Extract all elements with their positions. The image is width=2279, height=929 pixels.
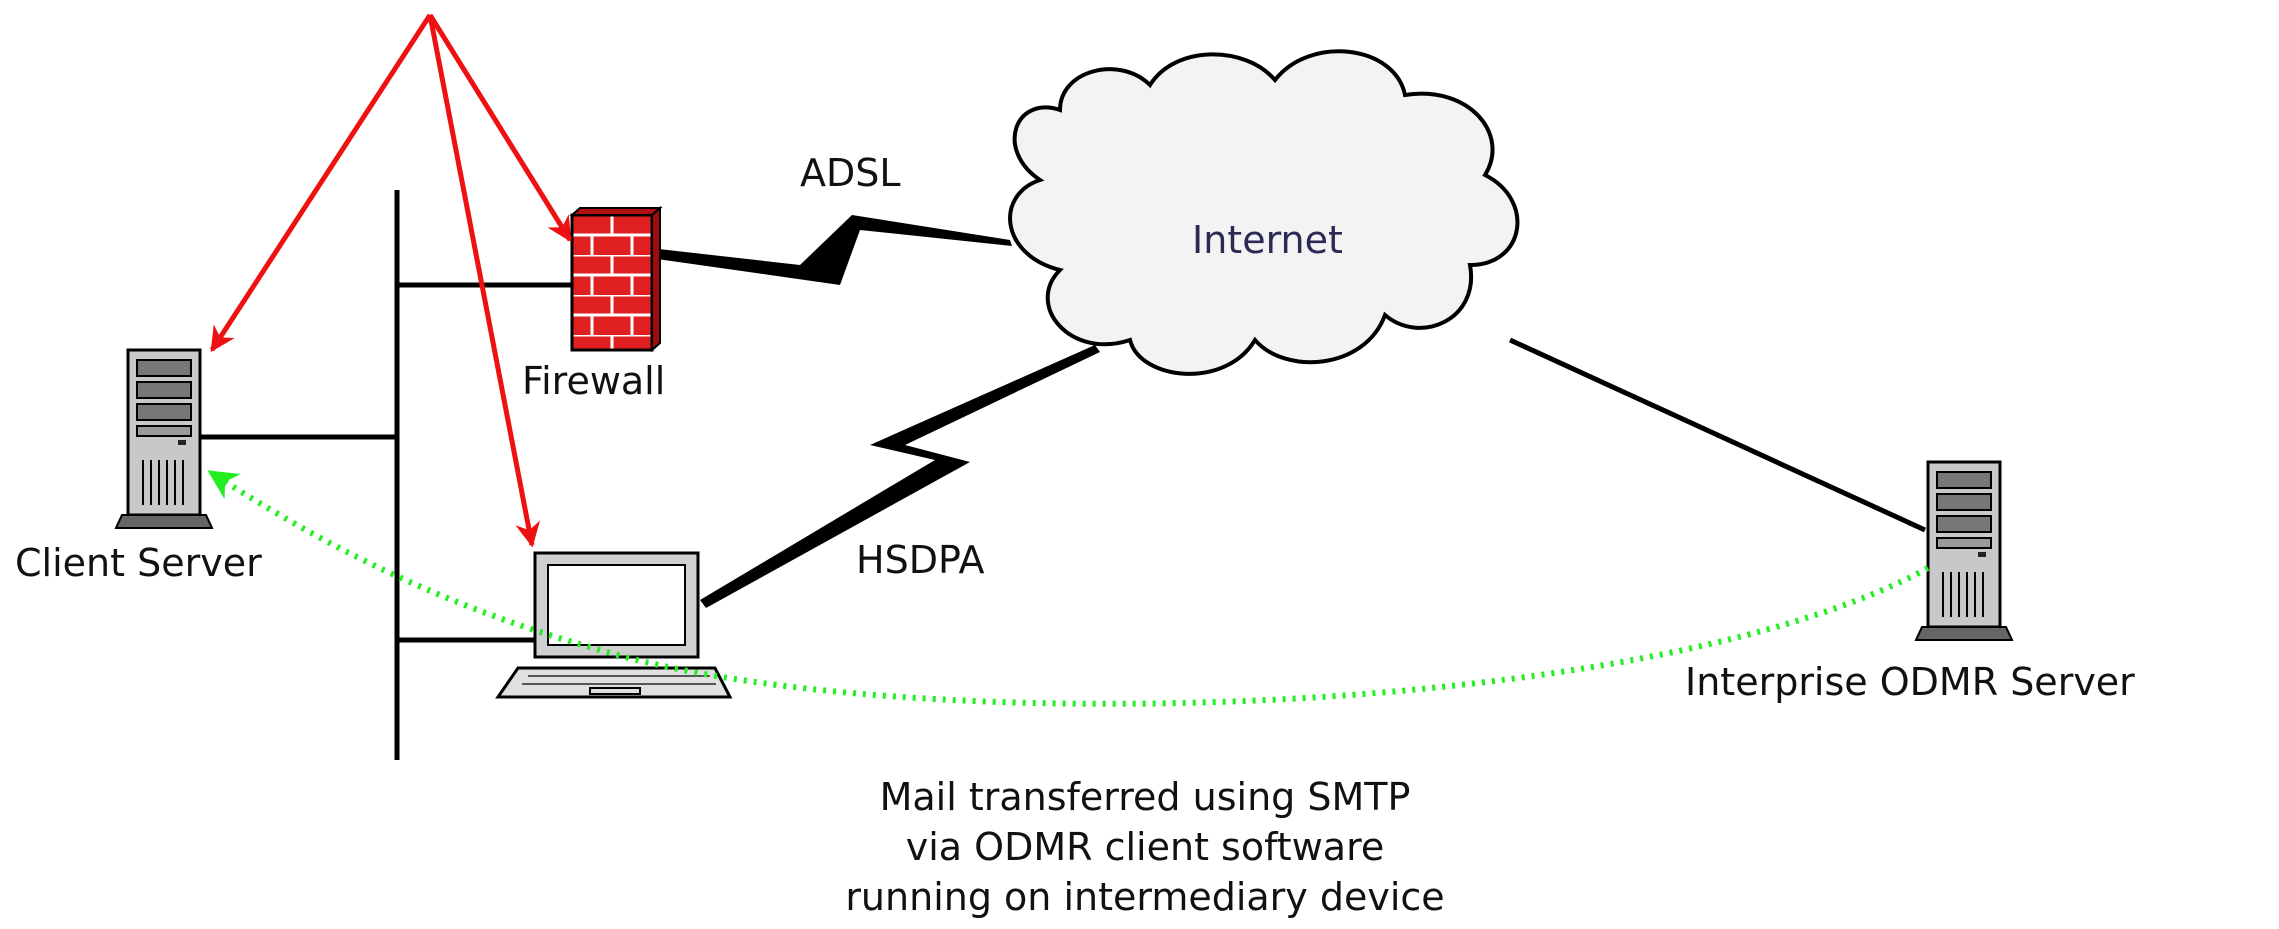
laptop-icon [495, 551, 733, 699]
client-server-label: Client Server [15, 541, 262, 585]
adsl-label: ADSL [800, 151, 901, 195]
cloud-icon [1008, 49, 1520, 376]
hsdpa-label: HSDPA [856, 538, 984, 582]
odmr-link [1508, 337, 1927, 533]
client-server-icon [114, 348, 214, 529]
caption-line-1: Mail transferred using SMTP [880, 775, 1411, 819]
caption-line-2: via ODMR client software [906, 825, 1385, 869]
hsdpa-link [700, 345, 1100, 608]
internet-label: Internet [1192, 218, 1343, 262]
adsl-link [650, 215, 1012, 285]
brick-firewall-icon [569, 205, 663, 353]
firewall-label: Firewall [522, 359, 665, 403]
caption-line-3: running on intermediary device [845, 875, 1444, 919]
mail-transfer-path [207, 469, 1930, 707]
odmr-server-icon [1914, 460, 2014, 641]
highlight-arrows [209, 13, 573, 548]
odmr-server-label: Interprise ODMR Server [1685, 660, 2135, 704]
lan-backbone [200, 190, 575, 760]
